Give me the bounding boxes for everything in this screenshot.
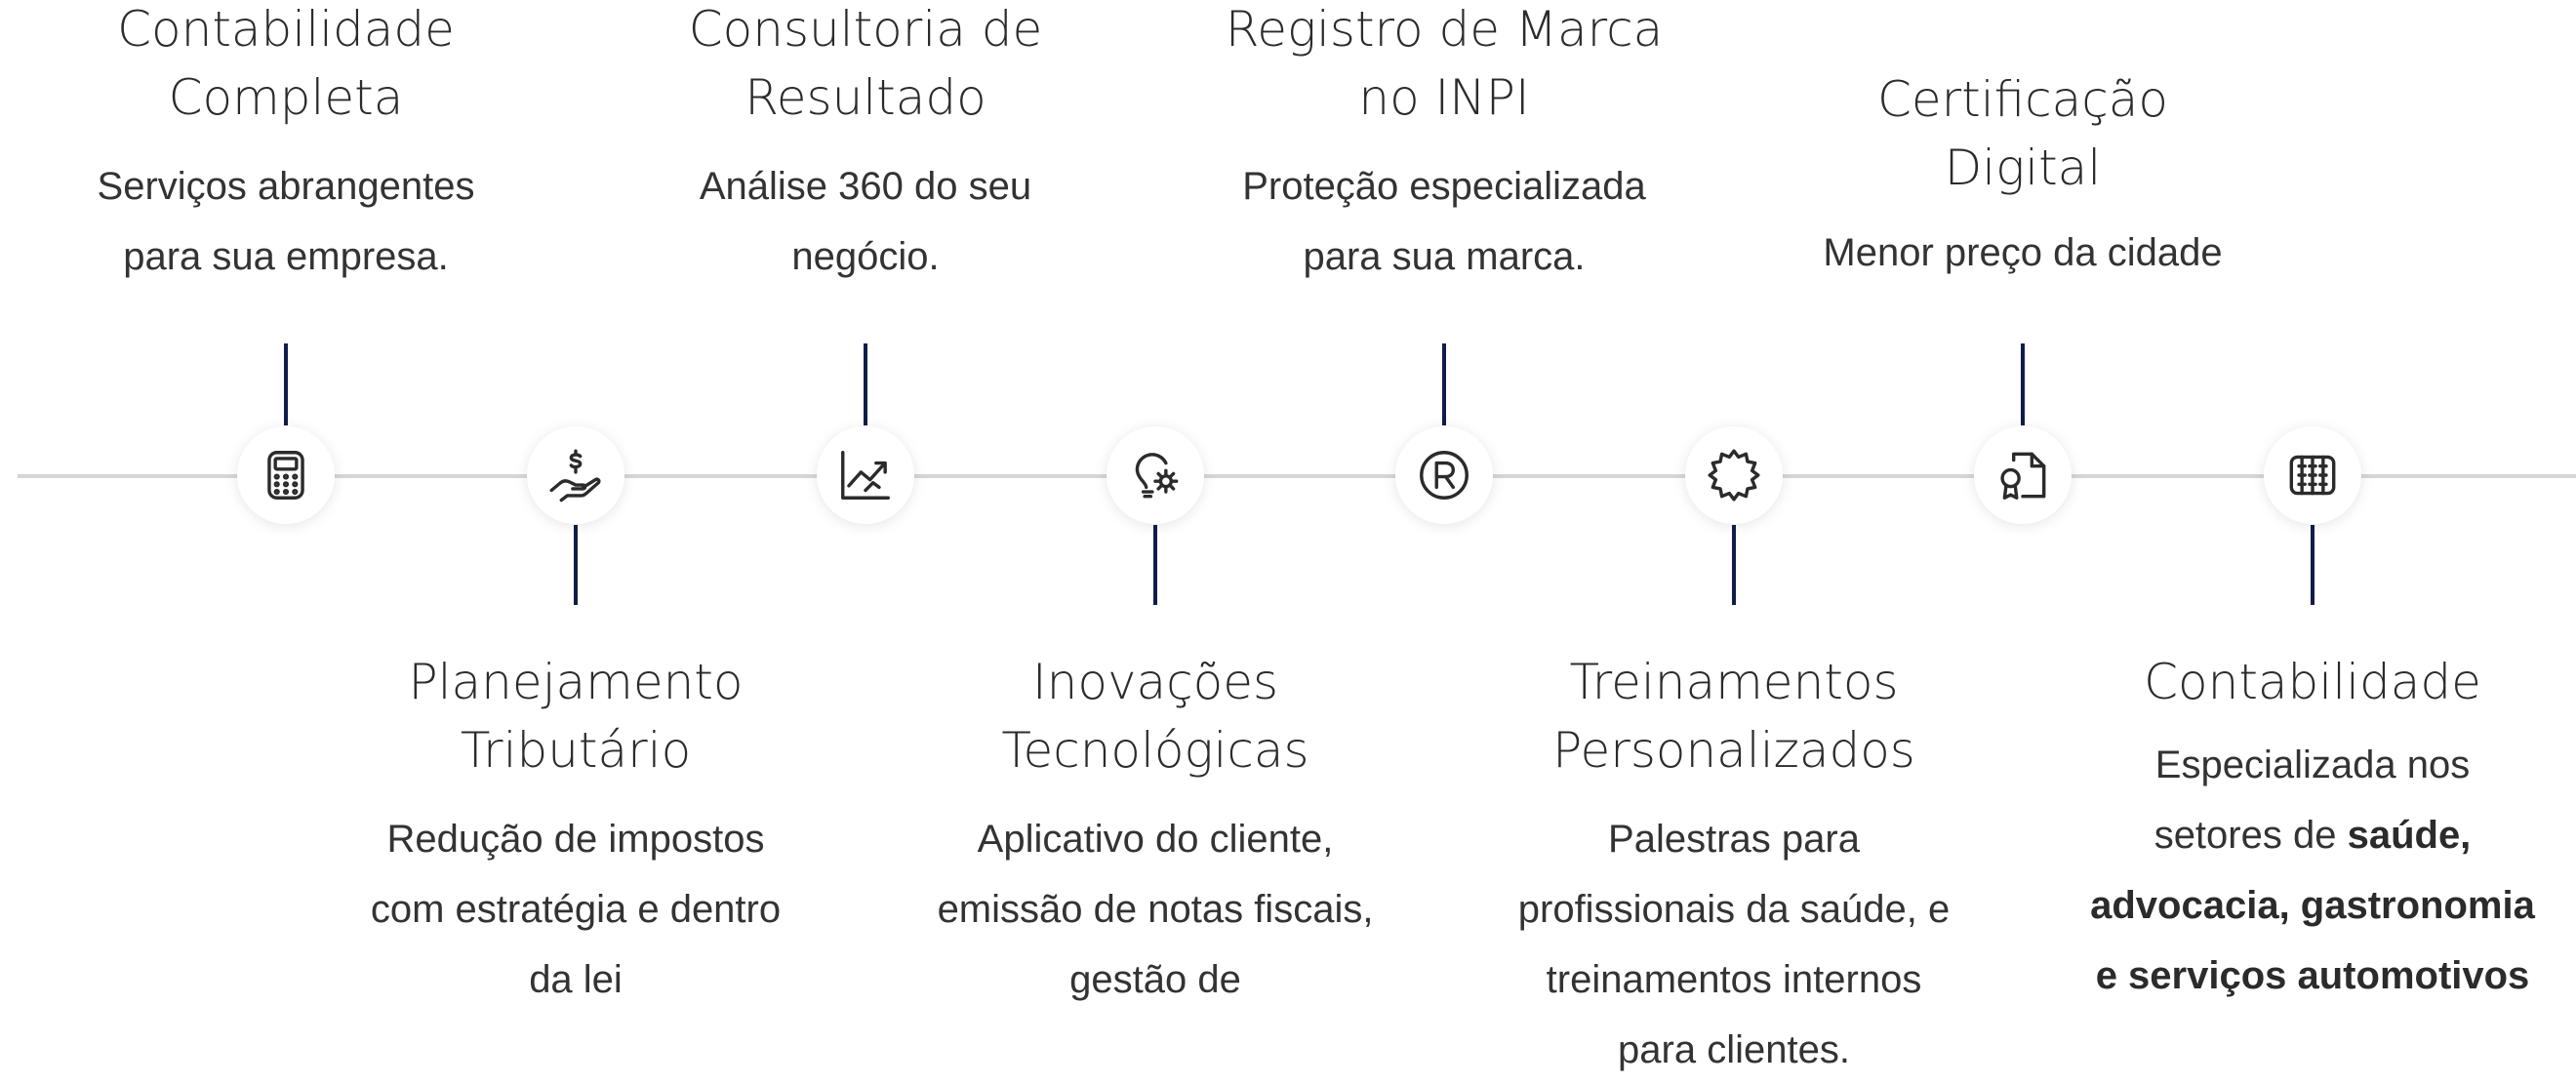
- timeline-node: [2264, 426, 2361, 524]
- card-title: Registro de Marca no INPI: [1225, 1, 1664, 126]
- card-description: Menor preço da cidade: [1823, 231, 2223, 274]
- timeline-node: [527, 426, 624, 524]
- hand-dollar-icon: [549, 449, 601, 502]
- card-title: Contabilidade Completa: [117, 1, 455, 126]
- lightbulb-gear-icon: [1135, 453, 1179, 499]
- abacus-icon: [2289, 455, 2336, 496]
- timeline-node: [1107, 426, 1204, 524]
- card-title: Contabilidade: [2144, 654, 2481, 710]
- chart-growth-icon: [841, 451, 890, 500]
- card-title: Planejamento Tributário: [408, 654, 744, 779]
- timeline-node: [817, 426, 914, 524]
- service-card-planejamento-tributario: Planejamento Tributário Redução de impos…: [322, 648, 829, 1015]
- service-card-registro-de-marca: Registro de Marca no INPI Proteção espec…: [1190, 0, 1698, 292]
- timeline-node: [237, 426, 335, 524]
- timeline-connector: [2311, 525, 2314, 605]
- card-description: Proteção especializada para sua marca.: [1242, 165, 1646, 278]
- timeline-connector: [1153, 525, 1157, 605]
- description-text: Especializada nos setores de: [2153, 743, 2471, 857]
- timeline-connector: [1732, 525, 1736, 605]
- registered-trademark-icon: [1420, 451, 1469, 500]
- timeline-line: [18, 474, 2576, 478]
- card-title: Certificação Digital: [1876, 71, 2169, 196]
- certificate-icon: [2000, 452, 2046, 500]
- timeline-connector: [1442, 343, 1446, 425]
- card-title: Consultoria de Resultado: [688, 1, 1043, 126]
- card-description: Especializada nos setores de saúde, advo…: [2088, 730, 2537, 1011]
- service-card-contabilidade-completa: Contabilidade Completa Serviços abrangen…: [32, 0, 540, 292]
- timeline-node: [1395, 426, 1493, 524]
- service-card-treinamentos-personalizados: Treinamentos Personalizados Palestras pa…: [1480, 648, 1988, 1085]
- card-title: Inovações Tecnológicas: [1001, 654, 1309, 779]
- card-description: Aplicativo do cliente, emissão de notas …: [937, 818, 1374, 1001]
- card-description: Palestras para profissionais da saúde, e…: [1517, 818, 1951, 1071]
- service-card-consultoria-de-resultado: Consultoria de Resultado Análise 360 do …: [612, 0, 1119, 292]
- card-title: Treinamentos Personalizados: [1552, 654, 1915, 779]
- timeline-connector: [864, 343, 867, 425]
- service-card-contabilidade-especializada: Contabilidade Especializada nos setores …: [2059, 648, 2566, 1011]
- service-card-inovacoes-tecnologicas: Inovações Tecnológicas Aplicativo do cli…: [902, 648, 1409, 1015]
- description-highlight: saúde, advocacia, gastronomia e serviços…: [2090, 814, 2535, 997]
- card-description: Serviços abrangentes para sua empresa.: [97, 165, 475, 278]
- badge-icon: [1708, 449, 1760, 502]
- timeline-node: [1685, 426, 1783, 524]
- calculator-icon: [267, 451, 304, 500]
- timeline-connector: [284, 343, 288, 425]
- service-card-certificacao-digital: Certificação Digital Menor preço da cida…: [1769, 66, 2276, 288]
- timeline-node: [1974, 426, 2072, 524]
- timeline-connector: [2021, 343, 2025, 425]
- card-description: Redução de impostos com estratégia e den…: [370, 818, 782, 1001]
- card-description: Análise 360 do seu negócio.: [699, 165, 1032, 278]
- timeline-connector: [574, 525, 578, 605]
